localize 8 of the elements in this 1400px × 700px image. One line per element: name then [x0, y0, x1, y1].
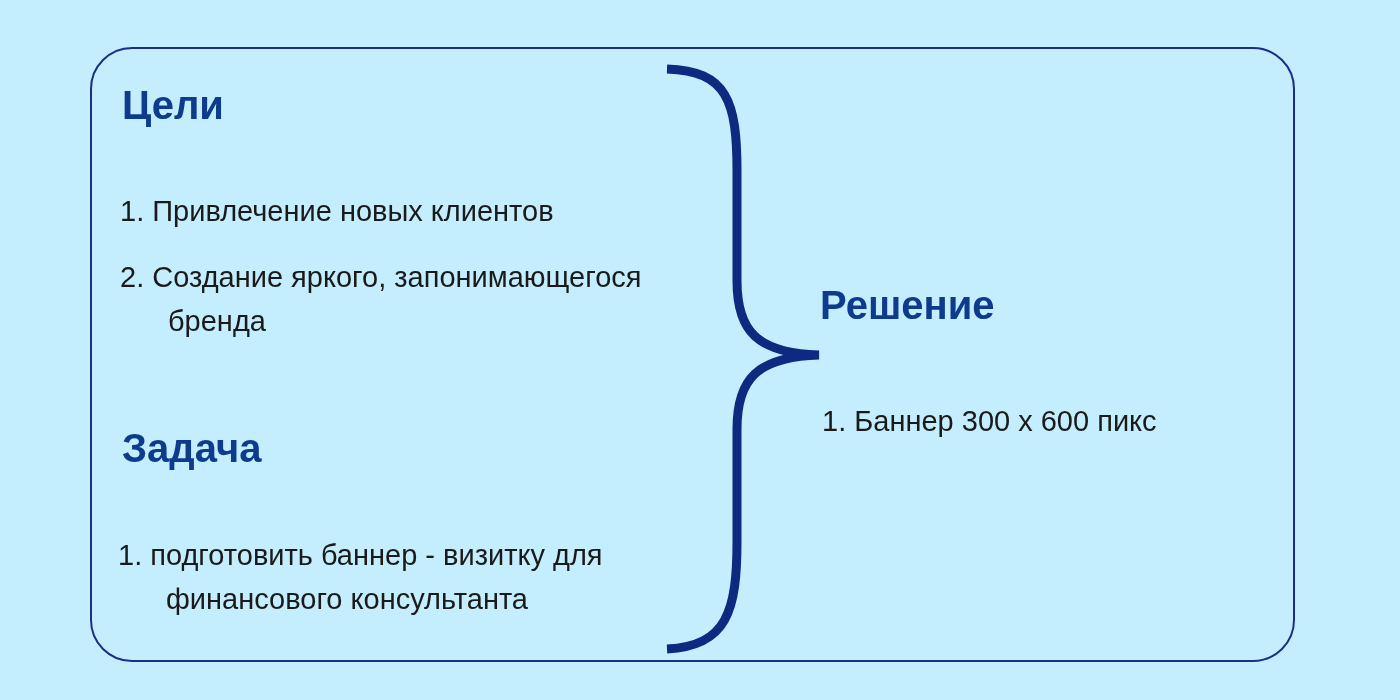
heading: Решение [820, 282, 996, 329]
list-item: 1. Привлечение новых клиентов [120, 194, 555, 229]
rounded-panel [90, 47, 1295, 662]
heading: Цели [122, 82, 225, 129]
heading: Задача [122, 425, 263, 472]
list-item: 1. Баннер 300 x 600 пикс [822, 404, 1158, 439]
list-item: 1. подготовить баннер - визитку для финансового консультанта [118, 538, 604, 617]
list-item: 2. Создание яркого, запонимающегося бренда [120, 260, 643, 339]
